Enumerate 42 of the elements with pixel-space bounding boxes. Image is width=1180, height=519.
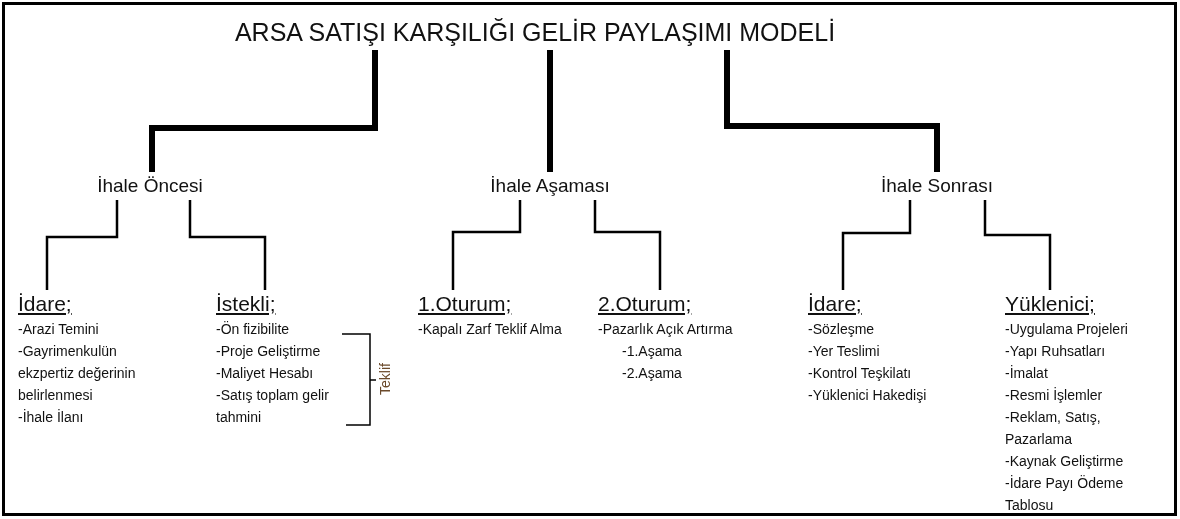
list-item: -Proje Geliştirme xyxy=(216,342,321,361)
list-item: -Sözleşme xyxy=(808,320,875,339)
group-heading: İstekli; xyxy=(216,291,276,317)
list-item: -Satış toplam gelir tahmini xyxy=(216,386,330,427)
list-item: -İhale İlanı xyxy=(18,408,84,427)
list-item: -Reklam, Satış, Pazarlama xyxy=(1005,408,1102,449)
connector-line xyxy=(593,200,662,290)
connector-line xyxy=(188,200,267,290)
diagram-title: ARSA SATIŞI KARŞILIĞI GELİR PAYLAŞIMI MODELİ xyxy=(233,17,837,48)
list-item: -Yüklenici Hakedişi xyxy=(808,386,927,405)
connector-line xyxy=(45,200,119,290)
connector-line xyxy=(149,50,378,172)
list-item: -Pazarlık Açık Artırma xyxy=(598,320,733,339)
phase-label: İhale Öncesi xyxy=(65,172,235,200)
connector-line xyxy=(724,50,940,172)
list-item: -Kontrol Teşkilatı xyxy=(808,364,912,383)
phase-label: İhale Aşaması xyxy=(460,172,640,200)
connector-line xyxy=(841,200,912,290)
group-heading: Yüklenici; xyxy=(1005,291,1095,317)
list-item: -Kapalı Zarf Teklif Alma xyxy=(418,320,562,339)
group-heading: İdare; xyxy=(808,291,862,317)
group-heading: 2.Oturum; xyxy=(598,291,692,317)
list-item: -Yer Teslimi xyxy=(808,342,880,361)
list-item: -İdare Payı Ödeme Tablosu xyxy=(1005,474,1125,515)
bracket-label: Teklif xyxy=(376,362,394,397)
phase-label: İhale Sonrası xyxy=(847,172,1027,200)
list-item: -1.Aşama xyxy=(622,342,682,361)
list-item: -Ön fizibilite xyxy=(216,320,290,339)
list-item: -Uygulama Projeleri xyxy=(1005,320,1128,339)
list-item: -Gayrimenkulün ekzpertiz değerinin belirlenmesi xyxy=(18,342,137,405)
connector-line xyxy=(451,200,522,290)
list-item: -Resmi İşlemler xyxy=(1005,386,1103,405)
connector-line xyxy=(983,200,1052,290)
list-item: -İmalat xyxy=(1005,364,1048,383)
list-item: -Maliyet Hesabı xyxy=(216,364,314,383)
list-item: -Arazi Temini xyxy=(18,320,99,339)
group-heading: 1.Oturum; xyxy=(418,291,512,317)
group-heading: İdare; xyxy=(18,291,72,317)
connector-line xyxy=(547,50,553,172)
list-item: -Kaynak Geliştirme xyxy=(1005,452,1124,471)
list-item: -Yapı Ruhsatları xyxy=(1005,342,1106,361)
list-item: -2.Aşama xyxy=(622,364,682,383)
